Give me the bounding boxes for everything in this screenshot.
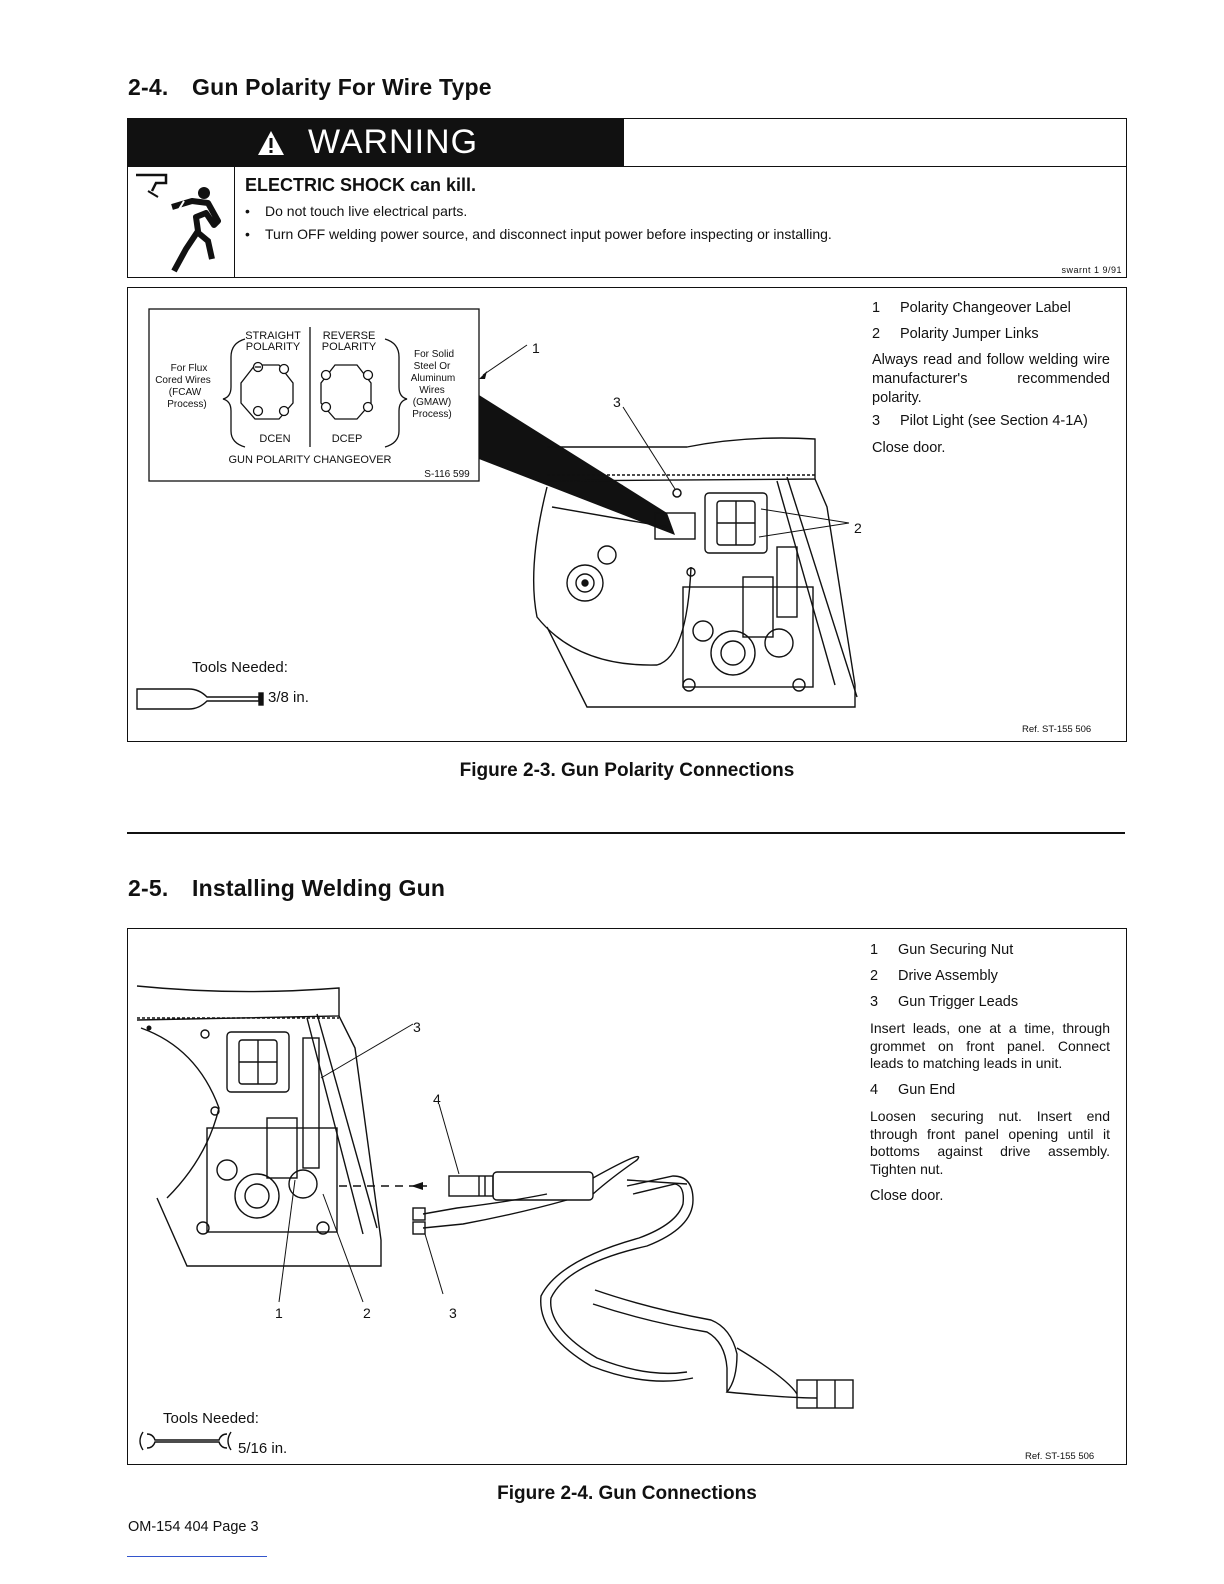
figure-ref: Ref. ST-155 506 <box>1025 1451 1095 1462</box>
figure-2-3-frame <box>127 287 1127 742</box>
page-footer: OM-154 404 Page 3 <box>128 1519 259 1535</box>
figure-2-3-caption: Figure 2-3. Gun Polarity Connections <box>459 760 795 781</box>
callout-number: 4 <box>433 1091 441 1107</box>
label-straight: STRAIGHT <box>245 330 301 342</box>
label-left-3: (FCAW <box>169 387 202 398</box>
note-item: 2 Drive Assembly <box>870 967 998 986</box>
note-item: 3 Pilot Light (see Section 4-1A) <box>872 412 1088 431</box>
note-paragraph: Loosen securing nut. Insert end through … <box>870 1108 1110 1177</box>
screw-icon <box>618 484 624 490</box>
note-paragraph: Close door. <box>870 1188 944 1204</box>
figure-2-4-frame <box>127 928 1127 1465</box>
note-number: 3 <box>872 413 881 429</box>
label-right-5: (GMAW) <box>413 397 452 408</box>
warning-bullet: •Do not touch live electrical parts. <box>245 203 468 219</box>
tool-size: 3/8 in. <box>268 689 309 706</box>
callout-number: 2 <box>363 1305 371 1321</box>
tools-needed-label: Tools Needed: <box>163 1410 259 1427</box>
figure-ref: Ref. ST-155 506 <box>1022 724 1092 735</box>
callout-number: 3 <box>613 394 621 410</box>
label-dcep: DCEP <box>332 433 363 445</box>
figure-2-3-illustration: STRAIGHT POLARITY REVERSE POLARITY For F… <box>136 308 862 710</box>
note-item: 2 Polarity Jumper Links <box>872 325 1039 344</box>
warning-word: WARNING <box>308 123 479 161</box>
label-right-1: For Solid <box>414 349 454 360</box>
note-item: 1 Polarity Changeover Label <box>872 299 1071 318</box>
callout-number: 3 <box>413 1019 421 1035</box>
label-right-2: Steel Or <box>414 361 451 372</box>
label-right-6: Process) <box>412 409 451 420</box>
label-pointer <box>479 395 675 535</box>
label-right-3: Aluminum <box>411 373 455 384</box>
label-title: GUN POLARITY CHANGEOVER <box>229 454 392 466</box>
label-left-2: Cored Wires <box>155 375 211 386</box>
tool-size: 5/16 in. <box>238 1440 288 1457</box>
note-text: Pilot Light (see Section 4-1A) <box>900 413 1088 429</box>
note-text: Polarity Changeover Label <box>900 300 1071 316</box>
note-item: 1 Gun Securing Nut <box>870 941 1013 960</box>
warning-banner: WARNING <box>128 119 624 166</box>
welding-gun <box>339 1155 854 1409</box>
section-divider <box>127 832 1125 834</box>
figure-2-4-illustration: 3 4 1 2 3 <box>136 985 854 1451</box>
note-text: Polarity Jumper Links <box>900 326 1039 342</box>
callout-number: 3 <box>449 1305 457 1321</box>
callout-number: 1 <box>532 340 540 356</box>
section-title-text: Gun Polarity For Wire Type <box>192 74 492 100</box>
wire-feeder-machine <box>532 437 858 708</box>
warning-triangle-icon <box>258 130 284 155</box>
note-paragraph: Close door. <box>872 440 946 456</box>
callout-number: 1 <box>275 1305 283 1321</box>
section-number: 2-5. <box>128 875 169 901</box>
note-number: 4 <box>870 1082 879 1098</box>
note-paragraph: Always read and follow welding wire manu… <box>872 352 1110 406</box>
note-text: Drive Assembly <box>898 968 998 984</box>
figure-2-4-caption: Figure 2-4. Gun Connections <box>497 1483 757 1504</box>
note-text: Gun End <box>898 1082 956 1098</box>
electric-shock-icon <box>136 173 221 273</box>
figure-2-4-notes: 1 Gun Securing Nut 2 Drive Assembly 3 Gun T… <box>870 941 1110 1211</box>
note-number: 2 <box>870 968 879 984</box>
note-text: Gun Trigger Leads <box>898 994 1019 1010</box>
note-number: 2 <box>872 326 881 342</box>
note-item: 3 Gun Trigger Leads <box>870 993 1018 1012</box>
warning-divider <box>234 166 235 277</box>
wire-feeder-machine <box>136 985 382 1267</box>
note-paragraph: Insert leads, one at a time, through gro… <box>870 1020 1110 1071</box>
warning-bullet: •Turn OFF welding power source, and disc… <box>245 226 832 242</box>
label-left-4: Process) <box>167 399 206 410</box>
note-number: 3 <box>870 994 879 1010</box>
warning-bullet-text: Do not touch live electrical parts. <box>265 203 468 219</box>
figure-2-3-notes: 1 Polarity Changeover Label 2 Polarity Jum… <box>872 299 1110 469</box>
polarity-changeover-label <box>148 308 480 482</box>
note-number: 1 <box>870 942 879 958</box>
section-2-4-title: 2-4. Gun Polarity For Wire Type <box>128 74 492 101</box>
label-left-1: For Flux <box>171 363 208 374</box>
label-reverse-polarity: POLARITY <box>322 341 377 353</box>
pilot-light-icon <box>672 488 682 498</box>
section-2-5-title: 2-5. Installing Welding Gun <box>128 875 445 902</box>
section-title-text: Installing Welding Gun <box>192 875 446 901</box>
label-code: S-116 599 <box>424 469 470 480</box>
label-right-4: Wires <box>419 385 445 396</box>
note-number: 1 <box>872 300 881 316</box>
section-number: 2-4. <box>128 74 169 100</box>
warning-heading: ELECTRIC SHOCK can kill. <box>245 175 477 195</box>
wrench-icon <box>139 1431 232 1451</box>
tools-needed-label: Tools Needed: <box>192 659 288 676</box>
label-straight-polarity: POLARITY <box>246 341 301 353</box>
screwdriver-icon <box>136 688 264 710</box>
note-text: Gun Securing Nut <box>898 942 1014 958</box>
warning-code: swarnt 1 9/91 <box>1061 265 1122 275</box>
warning-rule <box>128 166 1126 167</box>
label-dcen: DCEN <box>259 433 290 445</box>
note-item: 4 Gun End <box>870 1081 955 1100</box>
callout-number: 2 <box>854 520 862 536</box>
warning-box: WARNING ELECTRIC SHOCK can kill. •Do not… <box>127 118 1127 278</box>
footer-link-rule <box>127 1556 267 1557</box>
warning-bullet-text: Turn OFF welding power source, and disco… <box>265 226 832 242</box>
label-reverse: REVERSE <box>323 330 376 342</box>
